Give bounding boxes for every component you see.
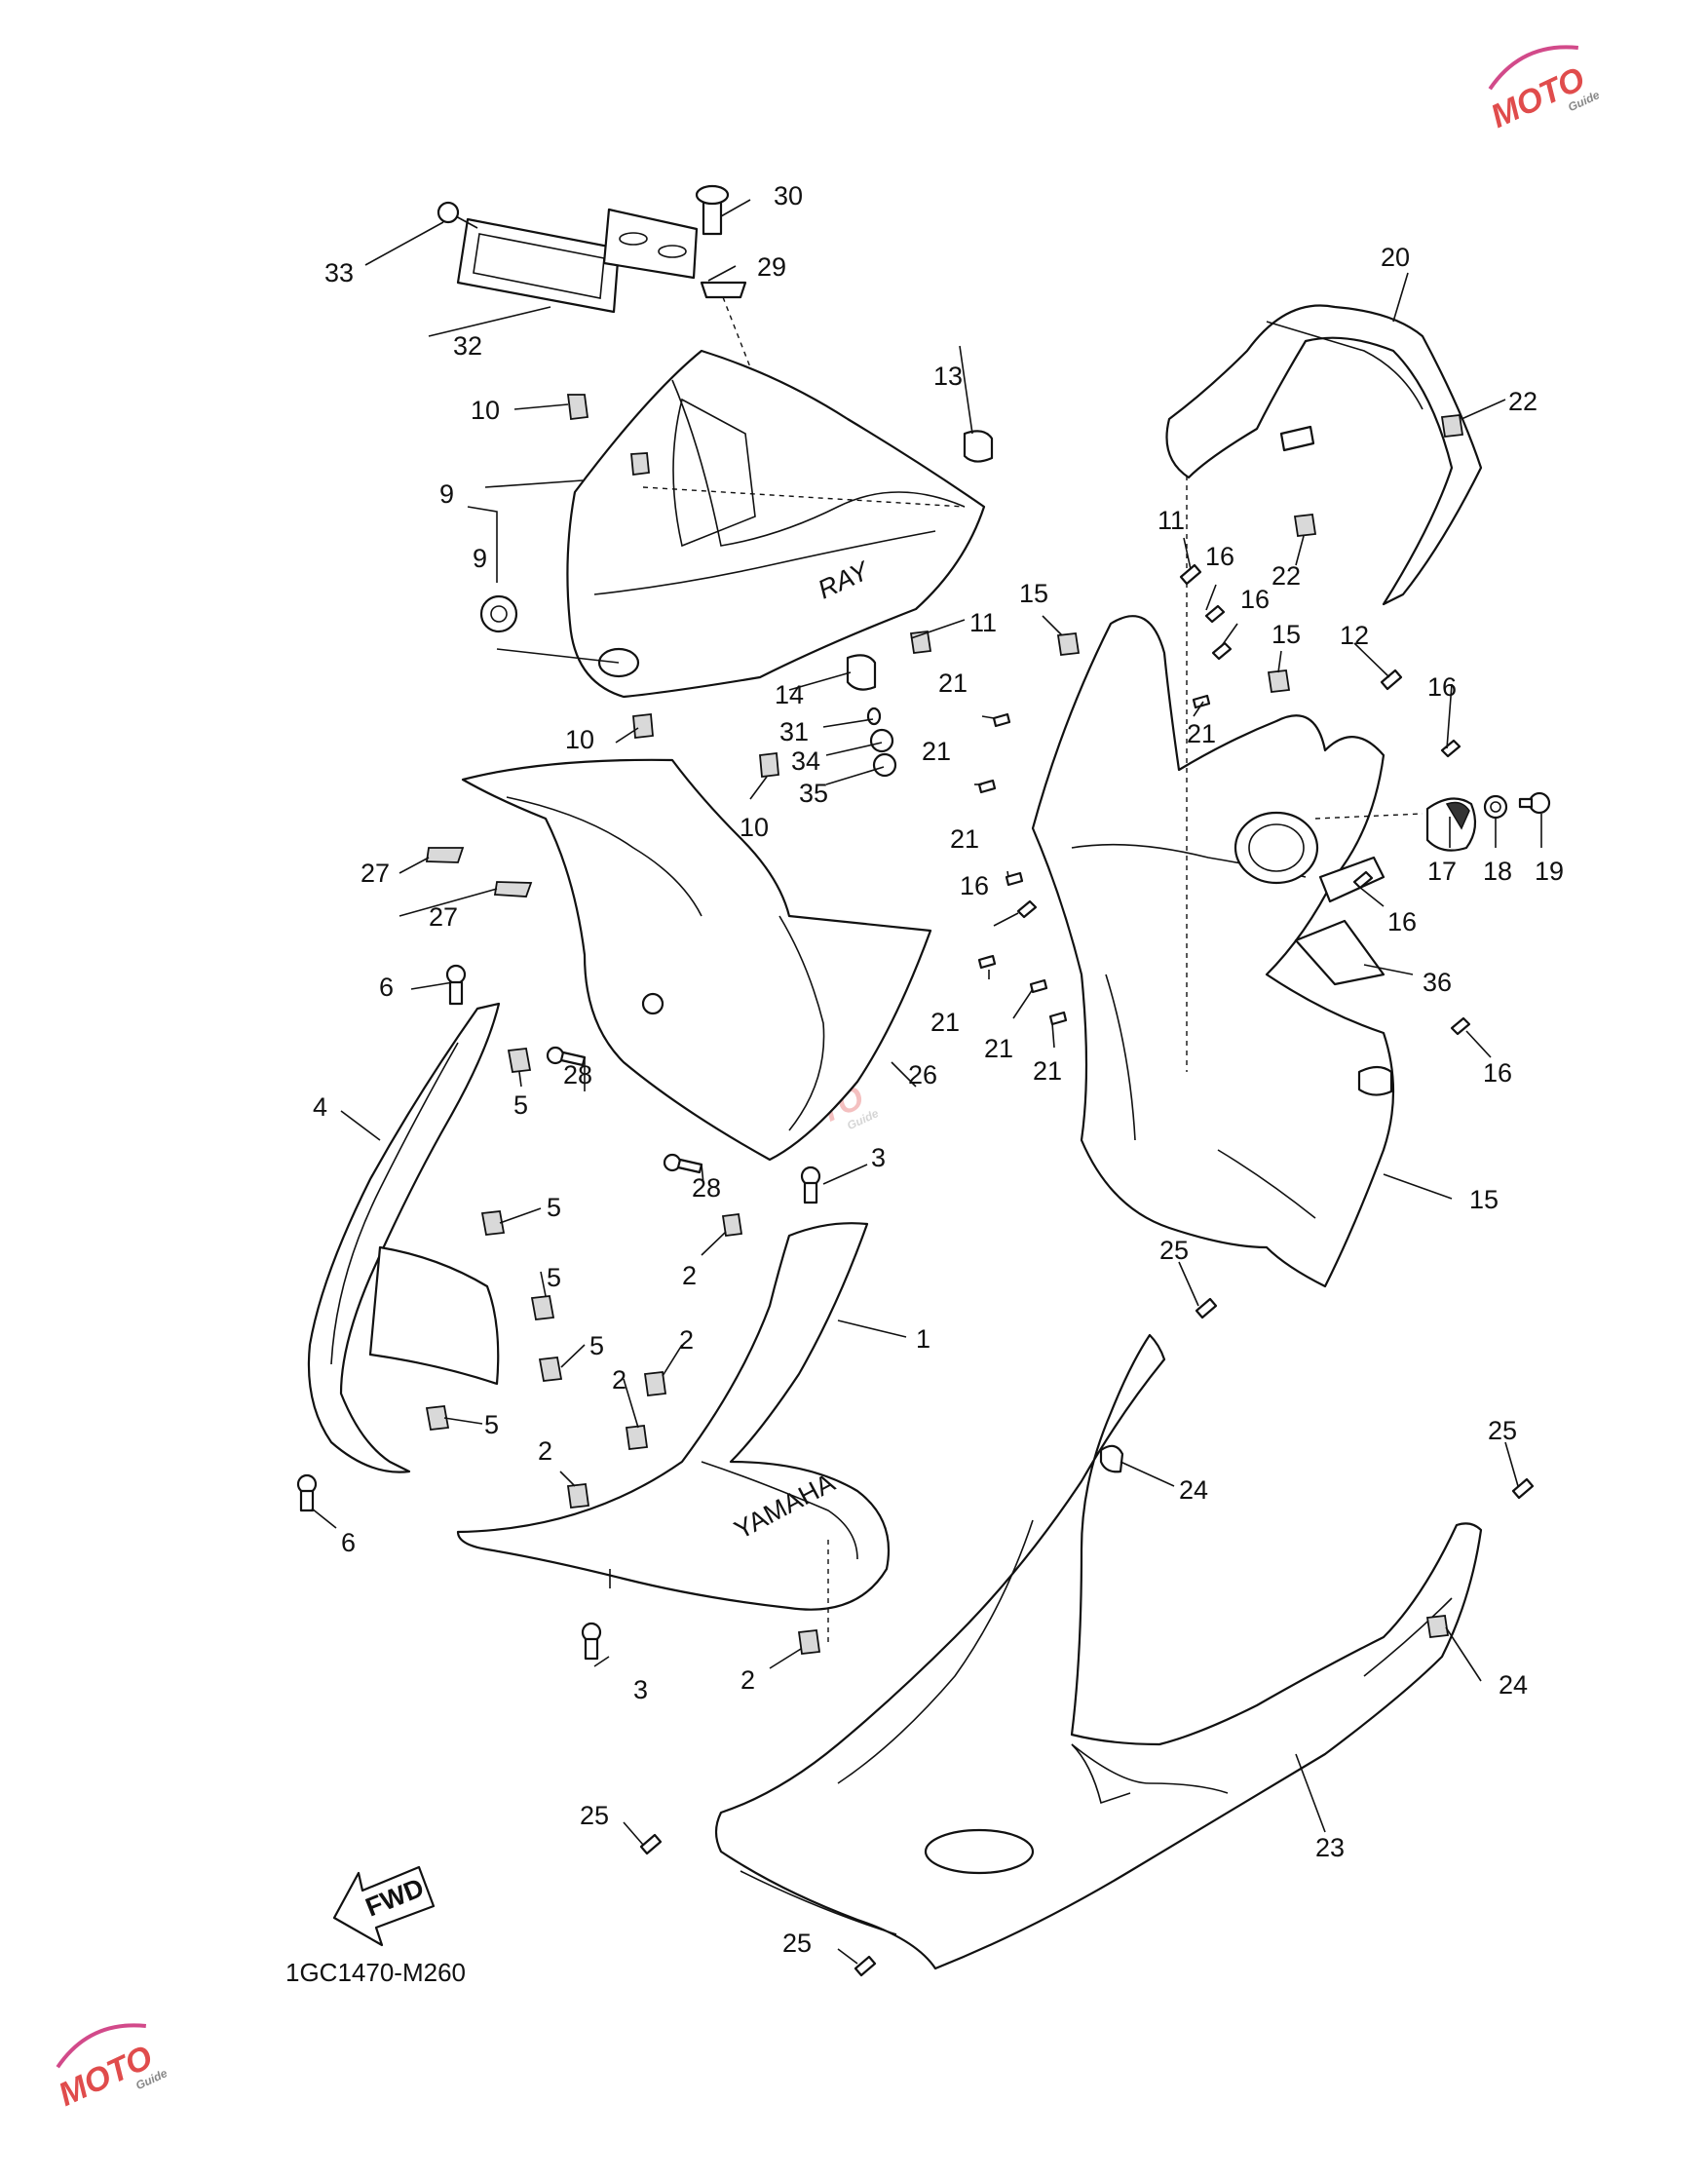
callout-1: 1 bbox=[916, 1324, 930, 1354]
callout-25c: 25 bbox=[580, 1801, 609, 1830]
callout-25: 25 bbox=[1159, 1236, 1189, 1265]
clips-2 bbox=[566, 1212, 821, 1655]
callout-19: 19 bbox=[1535, 857, 1564, 886]
callout-15b: 15 bbox=[1272, 620, 1301, 649]
callout-21b: 21 bbox=[922, 737, 951, 766]
diagram-code: 1GC1470-M260 bbox=[285, 1958, 466, 1987]
callout-13: 14 bbox=[775, 680, 804, 709]
callout-24: 24 bbox=[1179, 1475, 1208, 1505]
callout-21g: 21 bbox=[1033, 1056, 1062, 1086]
callout-21c: 21 bbox=[1187, 719, 1216, 748]
callout-22: 22 bbox=[1508, 387, 1537, 416]
callout-34: 32 bbox=[453, 331, 482, 361]
leader-lines bbox=[311, 199, 1542, 1965]
caution-label-36 bbox=[1294, 919, 1385, 986]
leg-shield-lower-front: YAMAHA bbox=[456, 1222, 891, 1647]
callout-2c: 2 bbox=[612, 1365, 626, 1395]
callout-labels: 33 32 10 9 9 30 29 13 11 14 31 34 35 10 … bbox=[313, 181, 1564, 1958]
inner-panel-top bbox=[1165, 304, 1483, 606]
callout-16f: 16 bbox=[1483, 1058, 1512, 1088]
callout-5c: 5 bbox=[547, 1263, 561, 1292]
callout-10: 10 bbox=[471, 396, 500, 425]
callout-3b: 3 bbox=[633, 1675, 648, 1704]
callout-28: 28 bbox=[563, 1060, 592, 1089]
callout-16e: 16 bbox=[1387, 907, 1417, 936]
screws-right bbox=[977, 563, 1471, 1036]
leg-shield-inner-left bbox=[307, 964, 501, 1473]
callout-9: 10 bbox=[565, 725, 594, 754]
callout-16b: 16 bbox=[1240, 585, 1270, 614]
callout-5b: 5 bbox=[547, 1193, 561, 1222]
callout-2b: 2 bbox=[679, 1325, 694, 1355]
callout-27: 27 bbox=[361, 859, 390, 888]
callout-4: 4 bbox=[313, 1092, 327, 1122]
callout-35: 33 bbox=[324, 258, 354, 287]
callout-11: 11 bbox=[1158, 506, 1185, 535]
callout-36: 36 bbox=[1423, 968, 1452, 997]
inner-panel-main bbox=[1031, 476, 1395, 1288]
callout-25b: 25 bbox=[1488, 1416, 1517, 1445]
small-fasteners-top bbox=[479, 394, 994, 779]
clips-15 bbox=[1056, 632, 1291, 693]
callout-2e: 2 bbox=[740, 1665, 755, 1695]
floor-board bbox=[714, 1333, 1483, 1970]
callout-6: 6 bbox=[379, 973, 394, 1002]
callout-29: 29 bbox=[757, 252, 786, 282]
callout-16: 16 bbox=[1205, 542, 1234, 571]
callout-15: 15 bbox=[1019, 579, 1048, 608]
callout-7: 9 bbox=[439, 479, 454, 509]
callout-9b: 10 bbox=[740, 813, 769, 842]
callout-2: 2 bbox=[682, 1261, 697, 1290]
callout-5e: 5 bbox=[484, 1410, 499, 1439]
callout-12: 13 bbox=[933, 362, 963, 391]
callout-32: 34 bbox=[791, 746, 820, 776]
callout-30: 30 bbox=[774, 181, 803, 210]
callout-5d: 5 bbox=[589, 1331, 604, 1360]
callout-20: 20 bbox=[1381, 243, 1410, 272]
callout-2d: 2 bbox=[538, 1436, 552, 1466]
side-cover bbox=[425, 758, 932, 1162]
callout-16c: 16 bbox=[1427, 672, 1457, 702]
callout-23: 23 bbox=[1315, 1833, 1345, 1862]
callout-21: 21 bbox=[938, 669, 968, 698]
callout-25d: 25 bbox=[782, 1929, 812, 1958]
callout-5: 5 bbox=[513, 1090, 528, 1120]
callout-17: 17 bbox=[1427, 857, 1457, 886]
bolt-30 bbox=[695, 184, 798, 488]
callout-22b: 22 bbox=[1272, 561, 1301, 591]
callout-10b: 11 bbox=[969, 608, 997, 637]
front-cover-panel: RAY bbox=[566, 349, 986, 699]
watermark-logo-bottom: MOTO Guide bbox=[53, 2023, 170, 2114]
clips-5 bbox=[425, 1048, 563, 1431]
callout-11b: 12 bbox=[1340, 621, 1369, 650]
callout-3: 3 bbox=[871, 1143, 886, 1172]
screws-25 bbox=[639, 1297, 1535, 1977]
screws-misc bbox=[296, 1046, 821, 1661]
callout-8: 9 bbox=[473, 544, 487, 573]
callout-21e: 21 bbox=[930, 1008, 960, 1037]
callout-21f: 21 bbox=[984, 1034, 1013, 1063]
callout-21d: 21 bbox=[950, 824, 979, 854]
callout-26: 26 bbox=[908, 1060, 937, 1089]
callout-6b: 6 bbox=[341, 1528, 356, 1557]
callout-27b: 27 bbox=[429, 902, 458, 932]
callout-24b: 24 bbox=[1499, 1670, 1528, 1700]
callout-14: 15 bbox=[1469, 1185, 1499, 1214]
license-plate-bracket bbox=[436, 201, 699, 314]
clips-24 bbox=[1099, 1444, 1450, 1638]
reflector-17-19 bbox=[1314, 791, 1551, 852]
callout-28b: 28 bbox=[692, 1173, 721, 1203]
callout-16d: 16 bbox=[960, 871, 989, 900]
callout-33: 35 bbox=[799, 779, 828, 808]
callout-18: 18 bbox=[1483, 857, 1512, 886]
fwd-arrow-icon: FWD bbox=[332, 1865, 436, 1947]
callout-31: 31 bbox=[779, 717, 809, 746]
watermark-logo-top: MOTO Guide bbox=[1485, 45, 1602, 135]
